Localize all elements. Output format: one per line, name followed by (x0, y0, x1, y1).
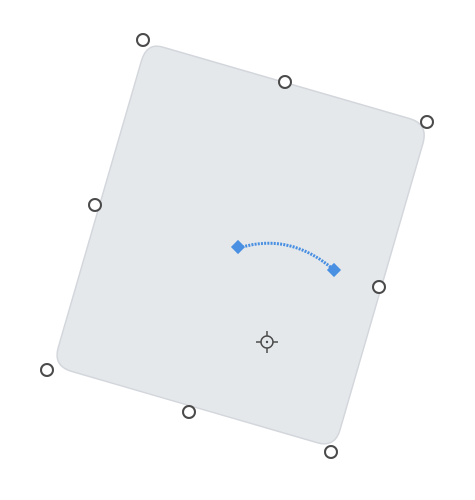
rotate-arc-path[interactable] (238, 241, 335, 272)
resize-handle-bottom-left[interactable] (40, 363, 54, 377)
rotate-arc-start-handle[interactable] (230, 239, 246, 255)
resize-handle-top-left[interactable] (136, 33, 150, 47)
resize-handle-bottom-right[interactable] (324, 445, 338, 459)
rotate-arc-end-handle[interactable] (326, 262, 342, 278)
resize-handle-right[interactable] (372, 280, 386, 294)
resize-handle-left[interactable] (88, 198, 102, 212)
resize-handle-top[interactable] (278, 75, 292, 89)
resize-handle-bottom[interactable] (182, 405, 196, 419)
crosshair-icon[interactable] (256, 331, 278, 353)
rotate-arc-icon[interactable] (230, 239, 342, 278)
resize-handle-top-right[interactable] (420, 115, 434, 129)
